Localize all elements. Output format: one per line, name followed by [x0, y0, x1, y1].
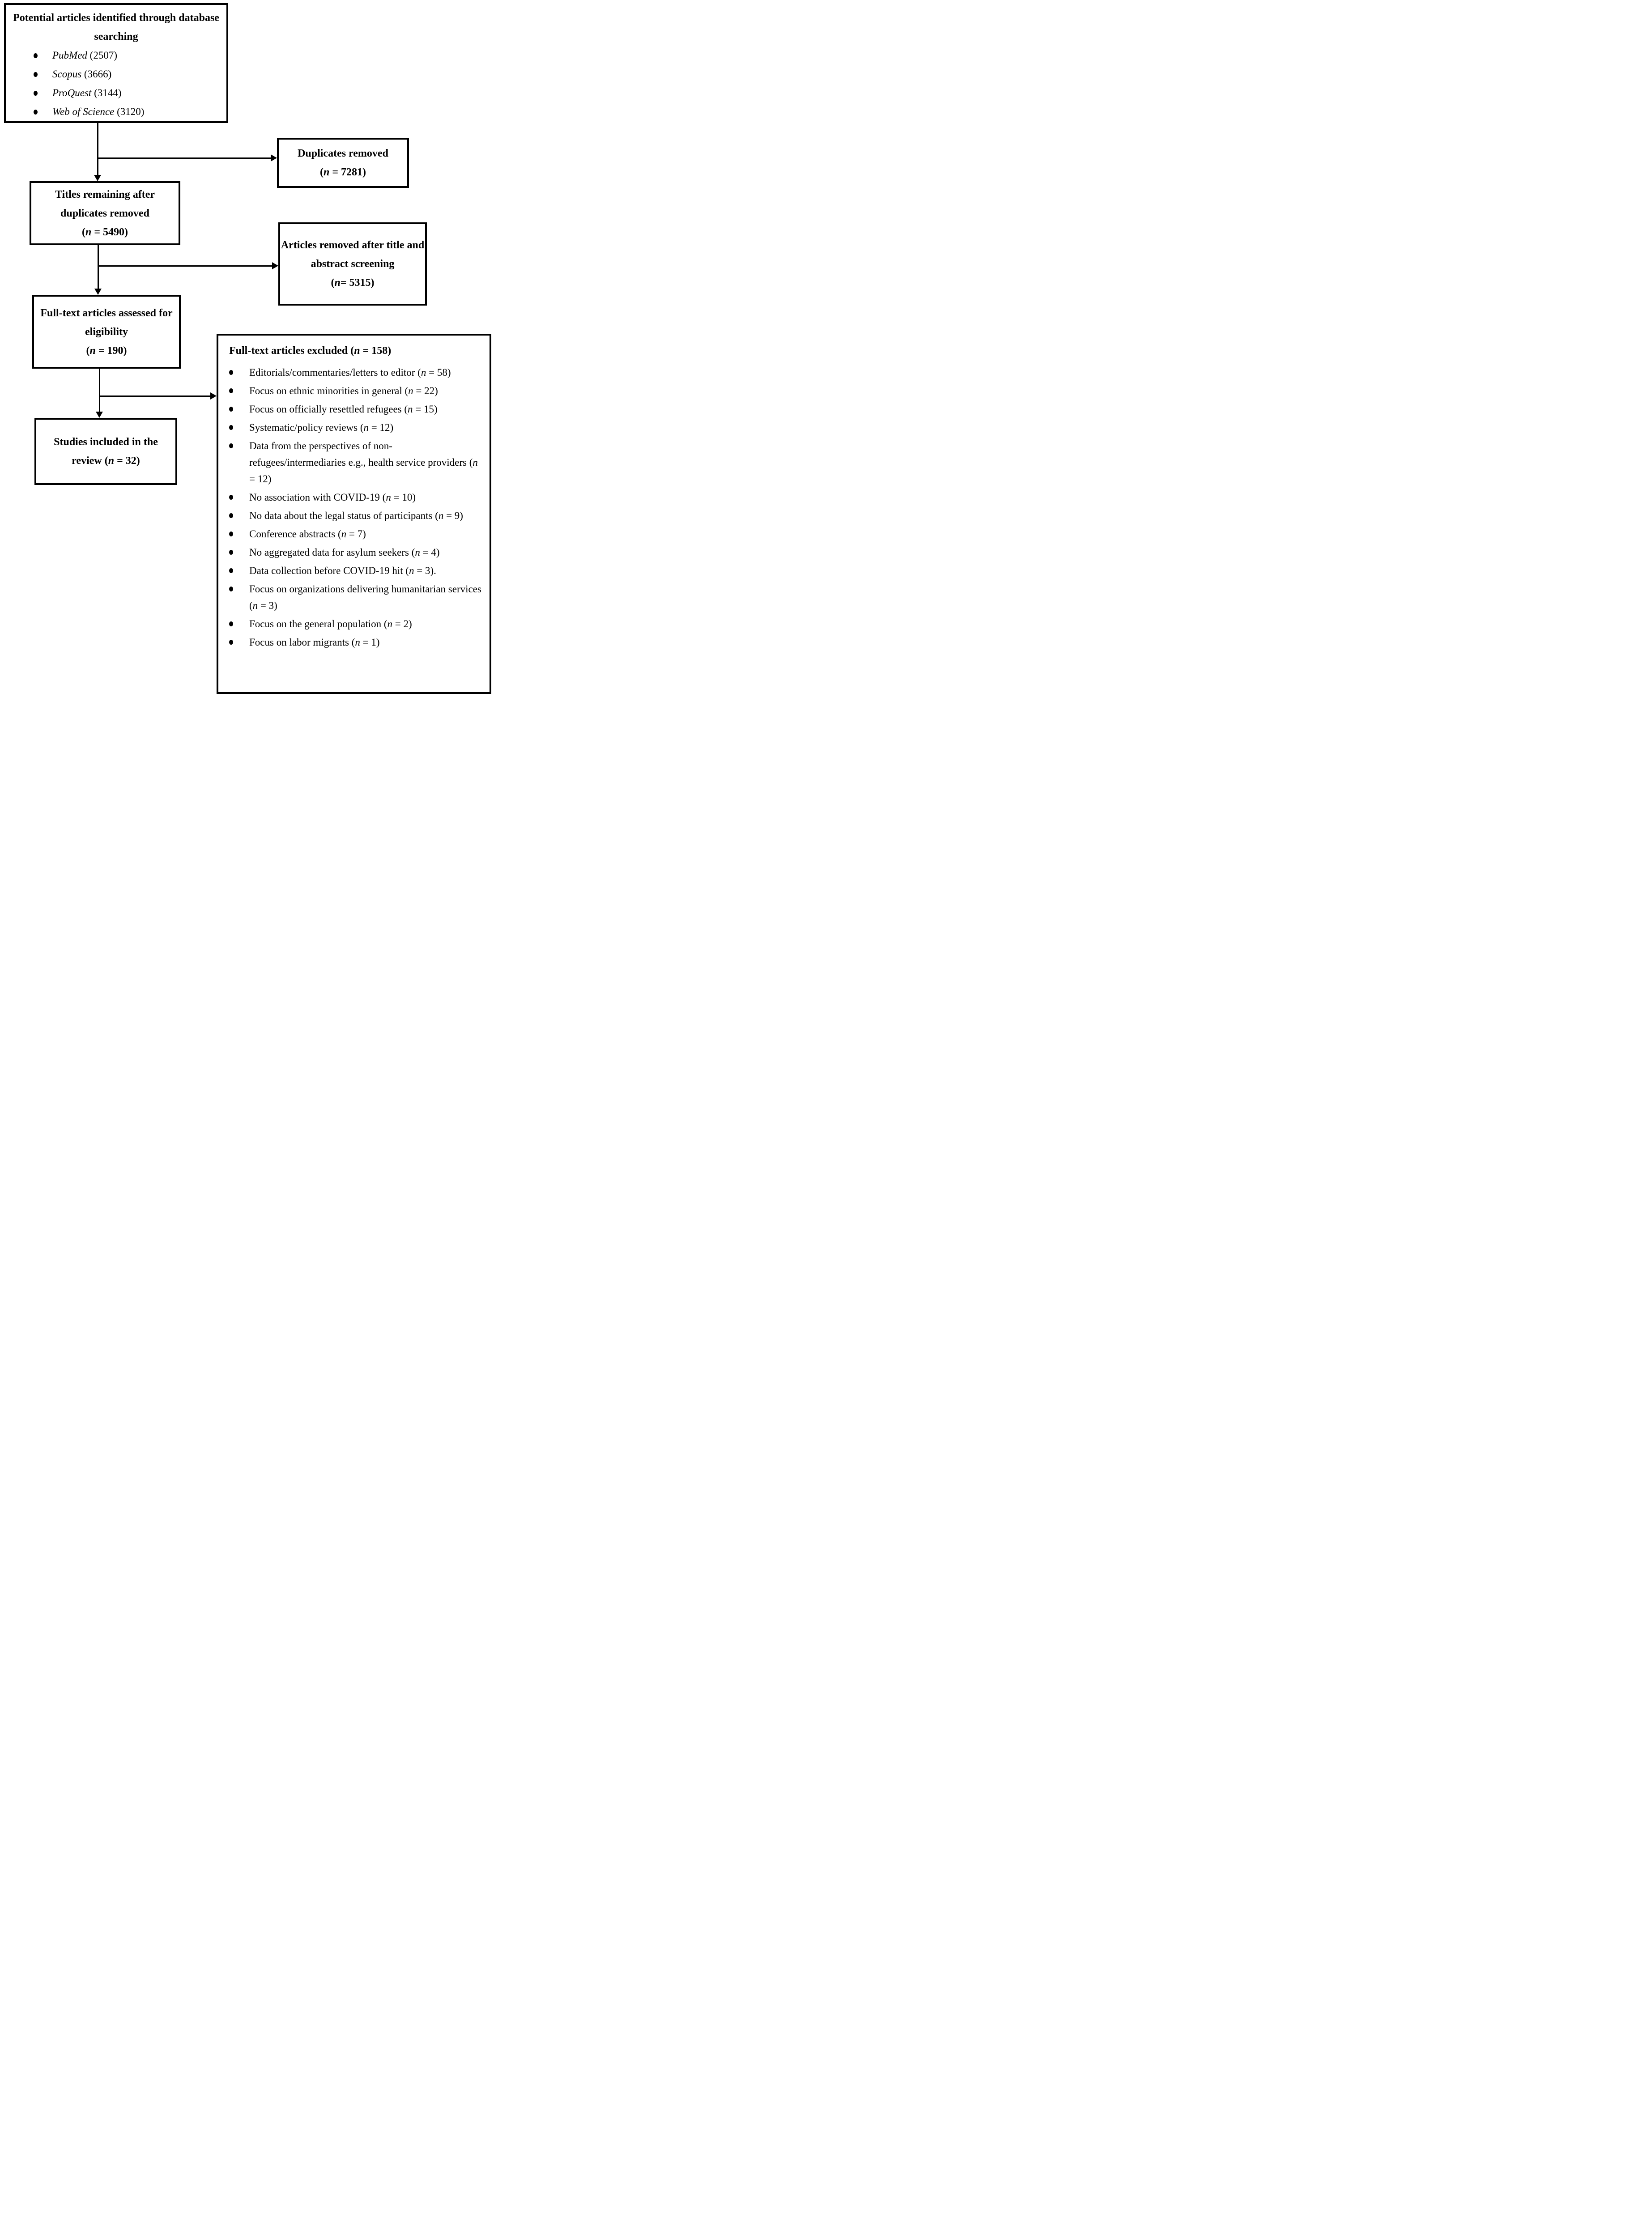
titles-remaining-box: Titles remaining after duplicates remove… — [30, 181, 180, 245]
bullet-icon — [34, 53, 38, 58]
exclusion-reason-label: No association with COVID-19 (n = 10) — [249, 492, 416, 503]
bullet-icon — [229, 443, 233, 448]
exclusion-reason-item: Conference abstracts (n = 7) — [229, 526, 482, 542]
bullet-icon — [229, 370, 233, 375]
arrowhead-into-studies-included — [96, 412, 103, 418]
exclusion-reason-label: Conference abstracts (n = 7) — [249, 528, 366, 540]
exclusion-reason-label: Focus on the general population (n = 2) — [249, 618, 412, 629]
database-list-item: ProQuest (3144) — [6, 84, 226, 102]
fulltext-excluded-box: Full-text articles excluded (n = 158) Ed… — [217, 334, 491, 694]
bullet-icon — [229, 587, 233, 591]
arrowhead-into-fulltext-assessed — [94, 289, 102, 295]
exclusion-reason-label: Focus on organizations delivering humani… — [249, 583, 481, 611]
bullet-icon — [229, 640, 233, 645]
fulltext-assessed-box: Full-text articles assessed for eligibil… — [32, 295, 181, 369]
database-label: PubMed (2507) — [52, 50, 117, 61]
exclusion-reason-item: Editorials/commentaries/letters to edito… — [229, 364, 482, 381]
line-assessed-down — [99, 369, 100, 412]
database-list-item: Scopus (3666) — [6, 65, 226, 84]
exclusion-reason-label: Data from the perspectives of non-refuge… — [249, 440, 478, 485]
exclusion-reason-label: Focus on labor migrants (n = 1) — [249, 637, 380, 648]
title-abstract-removed-count: (n= 5315) — [331, 277, 375, 289]
exclusion-reason-item: No aggregated data for asylum seekers (n… — [229, 544, 482, 561]
bullet-icon — [229, 550, 233, 555]
fulltext-assessed-count: (n = 190) — [86, 344, 127, 357]
exclusion-reason-list: Editorials/commentaries/letters to edito… — [229, 364, 482, 651]
exclusion-reason-item: No association with COVID-19 (n = 10) — [229, 489, 482, 506]
exclusion-reason-item: Focus on labor migrants (n = 1) — [229, 634, 482, 651]
studies-included-box: Studies included in the review (n = 32) — [34, 418, 177, 485]
line-branch-duplicates — [97, 157, 272, 159]
line-branch-title-abstract — [98, 265, 273, 267]
bullet-icon — [34, 72, 38, 77]
database-list-item: PubMed (2507) — [6, 46, 226, 65]
identification-box: Potential articles identified through da… — [4, 3, 228, 123]
titles-remaining-title: Titles remaining after duplicates remove… — [55, 188, 155, 219]
database-list-item: Web of Science (3120) — [6, 102, 226, 121]
title-abstract-removed-title: Articles removed after title and abstrac… — [281, 239, 425, 270]
database-list: PubMed (2507) Scopus (3666) ProQuest (3144… — [6, 46, 226, 121]
database-label: ProQuest (3144) — [52, 87, 122, 98]
exclusion-reason-item: Data collection before COVID-19 hit (n =… — [229, 562, 482, 579]
bullet-icon — [229, 425, 233, 430]
bullet-icon — [229, 532, 233, 536]
exclusion-reason-label: Editorials/commentaries/letters to edito… — [249, 367, 451, 378]
line-identification-down — [97, 123, 98, 176]
bullet-icon — [34, 110, 38, 115]
exclusion-reason-item: Focus on the general population (n = 2) — [229, 616, 482, 632]
prisma-flow-diagram: Potential articles identified through da… — [0, 0, 496, 697]
duplicates-removed-title: Duplicates removed — [298, 148, 388, 159]
bullet-icon — [34, 91, 38, 96]
database-label: Scopus (3666) — [52, 68, 112, 80]
exclusion-reason-item: Data from the perspectives of non-refuge… — [229, 438, 482, 487]
bullet-icon — [229, 388, 233, 393]
bullet-icon — [229, 568, 233, 573]
exclusion-reason-label: Systematic/policy reviews (n = 12) — [249, 422, 394, 433]
exclusion-reason-label: No aggregated data for asylum seekers (n… — [249, 547, 440, 558]
exclusion-reason-label: Data collection before COVID-19 hit (n =… — [249, 565, 436, 576]
database-label: Web of Science (3120) — [52, 106, 145, 117]
exclusion-reason-label: Focus on ethnic minorities in general (n… — [249, 385, 438, 396]
arrowhead-into-duplicates-removed — [271, 154, 277, 162]
titles-remaining-count: (n = 5490) — [81, 226, 128, 238]
exclusion-reason-item: Focus on ethnic minorities in general (n… — [229, 383, 482, 399]
fulltext-excluded-title: Full-text articles excluded (n = 158) — [229, 345, 392, 357]
arrowhead-into-titles-remaining — [94, 175, 101, 181]
bullet-icon — [229, 513, 233, 518]
bullet-icon — [229, 495, 233, 500]
line-branch-excluded — [99, 396, 211, 397]
exclusion-reason-item: Focus on organizations delivering humani… — [229, 581, 482, 614]
exclusion-reason-item: Systematic/policy reviews (n = 12) — [229, 419, 482, 436]
bullet-icon — [229, 407, 233, 412]
duplicates-removed-count: (n = 7281) — [319, 166, 366, 178]
exclusion-reason-label: Focus on officially resettled refugees (… — [249, 404, 438, 415]
duplicates-removed-box: Duplicates removed (n = 7281) — [277, 138, 409, 188]
arrowhead-into-fulltext-excluded — [210, 392, 217, 400]
exclusion-reason-item: No data about the legal status of partic… — [229, 507, 482, 524]
fulltext-assessed-title: Full-text articles assessed for eligibil… — [40, 307, 173, 338]
title-abstract-removed-box: Articles removed after title and abstrac… — [278, 222, 427, 306]
line-titles-down — [98, 245, 99, 289]
bullet-icon — [229, 621, 233, 626]
arrowhead-into-title-abstract-removed — [272, 262, 278, 269]
exclusion-reason-item: Focus on officially resettled refugees (… — [229, 401, 482, 417]
identification-box-title: Potential articles identified through da… — [13, 12, 219, 43]
exclusion-reason-label: No data about the legal status of partic… — [249, 510, 463, 521]
studies-included-text: Studies included in the review (n = 32) — [54, 436, 158, 467]
